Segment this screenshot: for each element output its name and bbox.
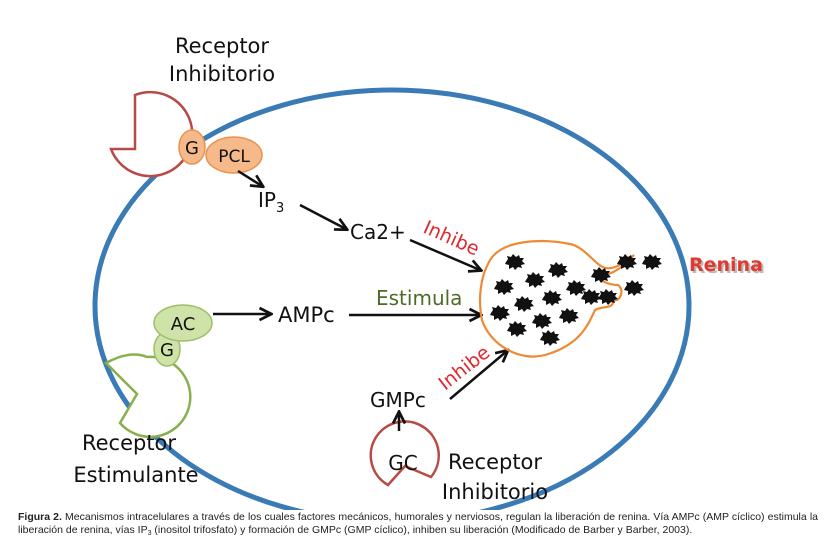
receptor-bottom-label-line1: Receptor — [448, 450, 542, 474]
renin-regulation-diagram: G PCL Receptor Inhibitorio IP3 Ca2+ Inhi… — [73, 34, 765, 510]
arrow-gmpc-renin-cell — [449, 351, 507, 400]
renin-granule — [494, 279, 514, 295]
gmpc-label: GMPc — [370, 388, 426, 412]
renin-granule — [548, 262, 568, 278]
renin-secreting-cell-outline — [478, 239, 635, 358]
renin-granule — [490, 305, 510, 321]
cell-membrane — [92, 87, 692, 510]
receptor-left-label-line1: Receptor — [82, 431, 176, 455]
renina-label-shadow: Renina — [691, 256, 765, 278]
ip3-label: IP3 — [258, 188, 284, 216]
calcium-label: Ca2+ — [350, 220, 406, 244]
g-protein-left-label: G — [160, 340, 174, 361]
renin-granule — [532, 313, 552, 329]
receptor-bottom-label-line2: Inhibitorio — [442, 480, 548, 504]
renin-granule — [598, 289, 618, 305]
estimula-label: Estimula — [376, 286, 462, 310]
g-protein-top-label: G — [185, 138, 199, 159]
renin-granule — [559, 308, 579, 324]
renin-granule — [624, 280, 644, 296]
arrow-ip3-ca — [299, 203, 346, 229]
renin-granule — [642, 254, 662, 270]
receptor-top-inhibitory-shape — [109, 90, 194, 178]
gc-label: GC — [388, 451, 417, 475]
pcl-label: PCL — [218, 147, 250, 167]
ac-shape — [153, 304, 213, 342]
receptor-left-stimulatory-shape — [103, 353, 192, 439]
figure-label: Figura 2. — [18, 511, 62, 523]
arrow-ca-renin-cell — [409, 238, 480, 270]
ip3-subscript: 3 — [276, 201, 284, 216]
renin-granule — [525, 272, 545, 288]
caption-text-part2: (inositol trifosfato) y formación de GMP… — [151, 523, 693, 536]
renina-label: Renina — [689, 254, 763, 276]
caption-ip3-subscript: 3 — [147, 529, 152, 537]
arrow-pcl-ip3 — [237, 169, 262, 186]
renin-granule — [505, 254, 525, 270]
renin-granules — [490, 254, 662, 346]
renin-granule — [540, 330, 560, 346]
receptor-top-label-line1: Receptor — [175, 34, 269, 58]
renin-granule — [507, 321, 527, 337]
caption-text-part1: Mecanismos intracelulares a través de lo… — [18, 511, 818, 536]
ac-label: AC — [171, 314, 196, 335]
ampc-label: AMPc — [278, 303, 335, 327]
renin-granule — [542, 290, 562, 306]
renin-granule — [581, 289, 601, 305]
receptor-top-label-line2: Inhibitorio — [169, 62, 275, 86]
pcl-shape — [205, 136, 263, 174]
inhibe-top-label: Inhibe — [420, 216, 483, 260]
g-protein-top-shape — [178, 129, 206, 165]
renin-granule — [566, 280, 586, 296]
renin-granule — [514, 296, 534, 312]
figure-caption: Figura 2. Mecanismos intracelulares a tr… — [18, 511, 818, 537]
receptor-left-label-line2: Estimulante — [73, 463, 198, 487]
ip3-main: IP — [258, 188, 276, 212]
